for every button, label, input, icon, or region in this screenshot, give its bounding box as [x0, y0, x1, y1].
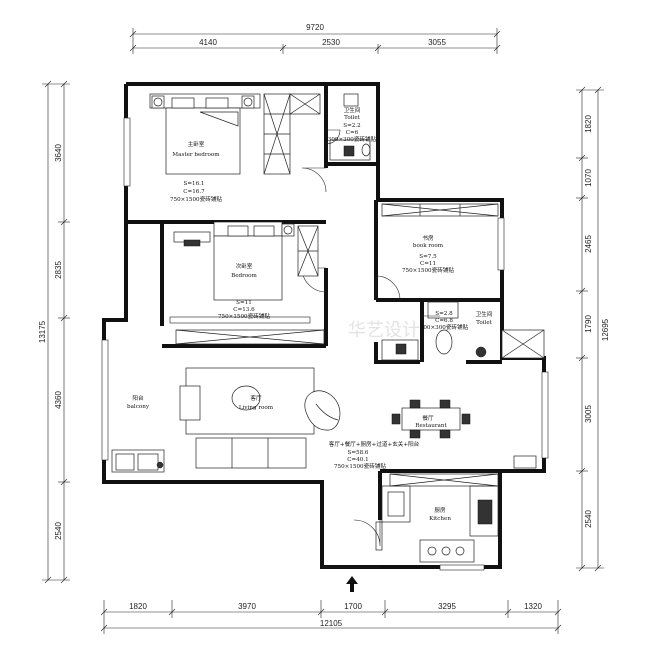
dining-name-en: Restaurant — [415, 423, 447, 429]
dim-right-seg-4: 1790 — [584, 315, 593, 333]
common-area-tile: 750×1500瓷砖铺贴 — [334, 462, 386, 470]
master-bedroom-name-en: Master bedroom — [172, 152, 220, 158]
toilet-2-labels: 卫生间 Toilet S=2.8 C=6.8 300×300瓷砖铺贴 — [420, 310, 493, 331]
toilet-1-perimeter: C=6 — [346, 130, 359, 136]
dim-bottom-seg-3: 1700 — [344, 602, 362, 611]
dim-right-seg-6: 2540 — [584, 510, 593, 528]
dim-right-total: 12695 — [601, 318, 610, 341]
kitchen-name-cn: 厨房 — [434, 506, 446, 514]
dim-bottom-seg-5: 1320 — [524, 602, 542, 611]
master-bedroom-furniture — [149, 93, 321, 175]
master-bedroom-name-cn: 主卧室 — [188, 140, 205, 148]
dining-name-cn: 餐厅 — [422, 414, 434, 422]
dim-right-seg-5: 3005 — [584, 405, 593, 423]
common-area-area: S=58.6 — [348, 450, 369, 456]
master-bedroom-labels: 主卧室 Master bedroom S=16.1 C=16.7 750×150… — [170, 140, 222, 203]
study-furniture — [381, 203, 499, 217]
toilet-2-area: S=2.8 — [435, 311, 453, 317]
second-bedroom-name-en: Bedroom — [231, 273, 257, 279]
toilet-2-name-en: Toilet — [476, 320, 493, 326]
living-furniture — [111, 367, 341, 473]
second-bedroom-name-cn: 次卧室 — [236, 262, 253, 270]
dim-bottom-seg-2: 3970 — [238, 602, 256, 611]
toilet-1-labels: 卫生间 Toilet S=2.2 C=6 300×300瓷砖铺贴 — [328, 106, 377, 143]
toilet-1-area: S=2.2 — [343, 123, 361, 129]
study-tile: 750×1500瓷砖铺贴 — [402, 266, 454, 274]
living-labels: 客厅 Living room — [239, 394, 274, 411]
windows — [101, 117, 549, 571]
dining-labels: 餐厅 Restaurant — [415, 414, 447, 429]
dim-top-seg-1: 4140 — [199, 38, 217, 47]
dim-bottom-seg-1: 1820 — [129, 602, 147, 611]
common-area-perimeter: C=40.1 — [347, 457, 368, 463]
toilet-2-perimeter: C=6.8 — [435, 318, 453, 324]
doors — [301, 129, 440, 568]
dim-right-seg-3: 2465 — [584, 235, 593, 253]
study-name-cn: 书房 — [422, 234, 434, 242]
living-name-en: Living room — [239, 405, 274, 411]
dimension-lines — [42, 28, 604, 634]
dim-left-seg-3: 4360 — [54, 391, 63, 409]
kitchen-labels: 厨房 Kitchen — [429, 506, 451, 522]
master-bedroom-perimeter: C=16.7 — [183, 189, 205, 195]
second-bedroom-furniture — [173, 221, 325, 345]
common-area-labels: 客厅+餐厅+厨房+过道+玄关+阳台 S=58.6 C=40.1 750×1500… — [329, 440, 420, 470]
second-bedroom-area: S=11 — [236, 300, 252, 306]
dim-left-seg-4: 2540 — [54, 522, 63, 540]
dining-furniture — [389, 399, 537, 487]
study-area: S=7.5 — [419, 254, 437, 260]
second-bedroom-perimeter: C=13.6 — [233, 307, 255, 313]
toilet-1-name-cn: 卫生间 — [344, 106, 361, 114]
dim-bottom-seg-4: 3295 — [438, 602, 456, 611]
living-name-cn: 客厅 — [250, 394, 262, 402]
kitchen-fixtures — [375, 485, 499, 563]
toilet-1-fixtures — [329, 93, 371, 161]
dim-bottom-total: 12105 — [320, 619, 343, 628]
master-bedroom-area: S=16.1 — [184, 181, 205, 187]
dim-top-seg-3: 3055 — [428, 38, 446, 47]
toilet-1-name-en: Toilet — [344, 115, 361, 121]
balcony-name-en: balcony — [127, 404, 150, 410]
toilet-2-fixtures — [381, 301, 545, 361]
watermark: 华艺设计 — [348, 320, 420, 341]
dim-left-seg-2: 2835 — [54, 261, 63, 279]
dim-right-seg-1: 1820 — [584, 115, 593, 133]
toilet-2-name-cn: 卫生间 — [476, 310, 493, 318]
toilet-1-tile: 300×300瓷砖铺贴 — [328, 135, 377, 143]
dim-left-total: 13175 — [38, 320, 47, 343]
common-area-label: 客厅+餐厅+厨房+过道+玄关+阳台 — [329, 440, 420, 448]
balcony-labels: 阳台 balcony — [127, 394, 150, 410]
entrance-arrow-icon — [346, 576, 358, 592]
toilet-2-tile: 300×300瓷砖铺贴 — [420, 323, 469, 331]
dim-top-seg-2: 2530 — [322, 38, 340, 47]
study-name-en: book room — [413, 243, 444, 249]
master-bedroom-tile: 750×1500瓷砖铺贴 — [170, 195, 222, 203]
second-bedroom-labels: 次卧室 Bedroom S=11 C=13.6 750×1500瓷砖铺贴 — [218, 262, 270, 320]
dim-right-seg-2: 1070 — [584, 169, 593, 187]
dim-left-seg-1: 3640 — [54, 144, 63, 162]
second-bedroom-tile: 750×1500瓷砖铺贴 — [218, 312, 270, 320]
kitchen-name-en: Kitchen — [429, 516, 451, 522]
study-perimeter: C=11 — [420, 261, 436, 267]
balcony-name-cn: 阳台 — [132, 394, 144, 402]
dim-top-total: 9720 — [306, 23, 324, 32]
study-labels: 书房 book room S=7.5 C=11 750×1500瓷砖铺贴 — [402, 234, 454, 274]
